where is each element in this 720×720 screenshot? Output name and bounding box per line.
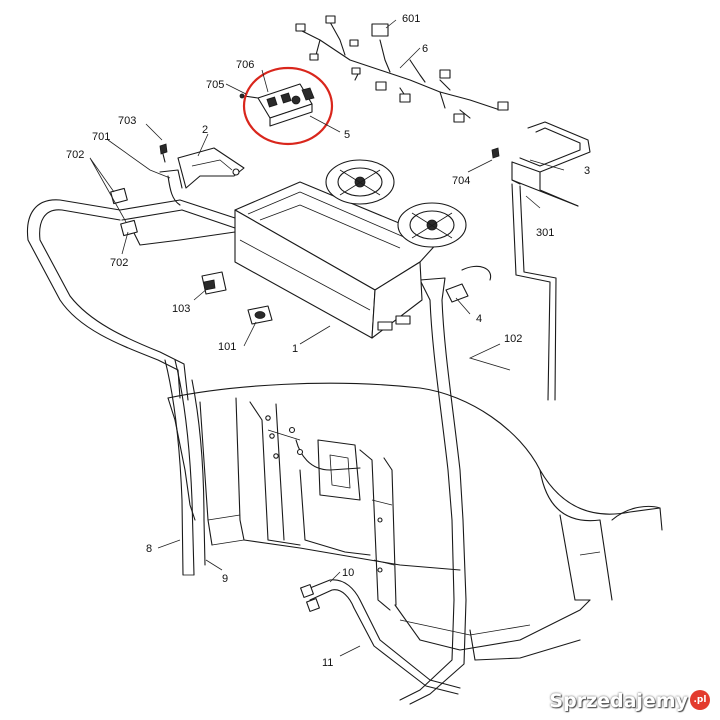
callout-102: 102 [504, 333, 522, 345]
callout-706: 706 [236, 59, 254, 71]
leader-lines [89, 19, 565, 657]
small-parts [110, 143, 500, 325]
callout-6: 6 [422, 43, 428, 55]
right-hose [300, 277, 467, 705]
heater-pipes [119, 199, 236, 246]
callout-9: 9 [222, 573, 228, 585]
callout-4: 4 [476, 313, 482, 325]
callout-103: 103 [172, 303, 190, 315]
callout-704: 704 [452, 175, 470, 187]
callout-701: 701 [92, 131, 110, 143]
callout-601: 601 [402, 13, 420, 25]
highlight-circle [242, 66, 334, 146]
callout-2: 2 [202, 124, 208, 136]
bracket-part-3 [511, 121, 591, 401]
callout-1: 1 [292, 343, 298, 355]
wire-harness [295, 15, 509, 123]
cab-frame [167, 382, 663, 661]
callout-703: 703 [118, 115, 136, 127]
callout-8: 8 [146, 543, 152, 555]
switch-panel [239, 83, 315, 127]
watermark-logo: Sprzedajemy.pl [549, 690, 710, 712]
watermark-tld-badge: .pl [690, 690, 710, 710]
callout-301: 301 [536, 227, 554, 239]
watermark-brand: Sprzedajemy [549, 690, 688, 712]
callout-702-bottom: 702 [110, 257, 128, 269]
callout-702-top: 702 [66, 149, 84, 161]
callout-labels: 601 6 706 705 5 703 2 701 702 702 3 704 … [66, 13, 590, 669]
clamp-bracket [159, 147, 245, 206]
callout-3: 3 [584, 165, 590, 177]
callout-705: 705 [206, 79, 224, 91]
callout-101: 101 [218, 341, 236, 353]
callout-10: 10 [342, 567, 354, 579]
callout-11: 11 [322, 657, 333, 669]
callout-5: 5 [344, 129, 350, 141]
left-hose [26, 199, 206, 576]
heater-unit [234, 159, 467, 339]
